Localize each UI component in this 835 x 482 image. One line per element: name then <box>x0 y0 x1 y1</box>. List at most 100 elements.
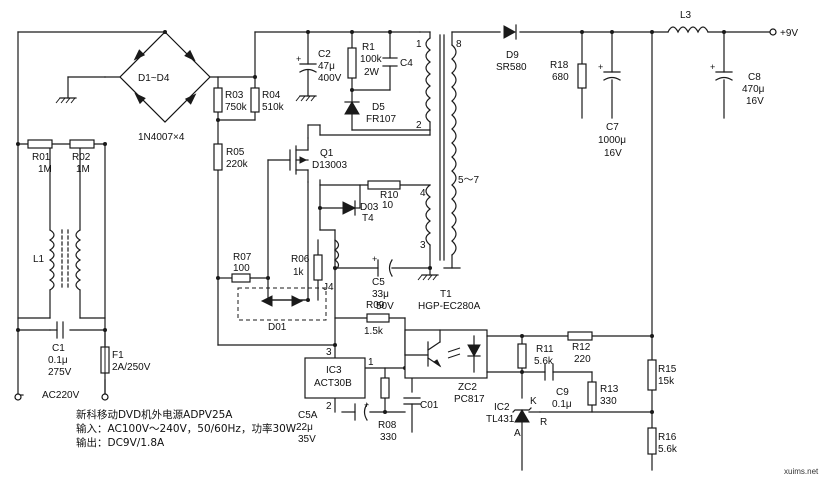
r05-label: R05 <box>226 147 245 158</box>
c8-value: 470μ <box>742 84 765 95</box>
zc2-internal <box>404 329 481 373</box>
zc2-label: ZC2 <box>458 382 477 393</box>
c9-label: C9 <box>556 387 569 398</box>
vout-label: +9V <box>780 28 798 39</box>
r06-resistor <box>313 254 323 281</box>
t1-label: T1 <box>440 289 452 300</box>
c7-value: 1000μ <box>598 135 626 146</box>
t1-pin-4: 4 <box>420 188 426 199</box>
r09-resistor <box>366 313 390 323</box>
r03-label: R03 <box>225 90 244 101</box>
c5-label: C5 <box>372 277 385 288</box>
ic3-pin-1: 1 <box>368 357 374 368</box>
c5a-capacitor: + <box>354 400 369 421</box>
input-wiring <box>17 31 166 396</box>
l1-choke <box>48 229 82 291</box>
q1-label: Q1 <box>320 148 334 159</box>
r04-resistor <box>250 87 260 113</box>
ic3-pin-3: 3 <box>326 347 332 358</box>
c2-value: 47μ <box>318 61 335 72</box>
ic3-pin-2: 2 <box>326 401 332 412</box>
ic3-label: IC3 <box>326 365 342 376</box>
svg-text:+: + <box>296 54 301 64</box>
c2-voltage: 400V <box>318 73 342 84</box>
f1-value: 2A/250V <box>112 362 151 373</box>
c5a-value: 22μ <box>296 422 313 433</box>
t1-pin-1: 1 <box>416 39 422 50</box>
snubber-network <box>351 31 431 131</box>
c7-capacitor: + <box>598 62 621 81</box>
r07-label: R07 <box>233 252 252 263</box>
r09-value: 1.5k <box>364 326 384 337</box>
d1-d4-label: D1~D4 <box>138 73 170 84</box>
c01-label: C01 <box>420 400 439 411</box>
ac-terminal-left <box>14 393 22 401</box>
r06-value: 1k <box>293 267 305 278</box>
c8-voltage: 16V <box>746 96 764 107</box>
svg-text:+: + <box>372 254 377 264</box>
r10-resistor <box>367 180 401 190</box>
c2-capacitor: + <box>295 31 317 102</box>
c5a-voltage: 35V <box>298 434 316 445</box>
c1-value: 0.1μ <box>48 355 68 366</box>
r03-resistor <box>213 87 223 113</box>
j4-inductor <box>333 239 340 271</box>
r11-resistor <box>517 343 527 369</box>
r12-value: 220 <box>574 354 591 365</box>
svg-text:+: + <box>364 400 369 410</box>
r11-label: R11 <box>536 344 554 355</box>
f1-label: F1 <box>112 350 124 361</box>
c1-label: C1 <box>52 343 65 354</box>
r06-label: R06 <box>291 254 310 265</box>
r08-label: R08 <box>378 420 397 431</box>
t1-pin-5-7: 5～7 <box>458 175 480 186</box>
ic2-pin-r: R <box>540 417 547 428</box>
c9-capacitor <box>544 363 554 381</box>
ic2-pin-k: K <box>530 396 537 407</box>
ac-input-label: AC220V <box>42 390 80 401</box>
note-output: 输出：DC9V/1.8A <box>76 436 165 449</box>
l3-label: L3 <box>680 10 692 21</box>
t1-transformer <box>419 31 461 269</box>
r13-label: R13 <box>600 384 619 395</box>
r02-value: 1M <box>76 164 90 175</box>
d01-label: D01 <box>268 322 287 333</box>
r15-label: R15 <box>658 364 677 375</box>
c7-voltage: 16V <box>604 148 622 159</box>
note-input: 输入：AC100V～240V，50/60Hz，功率30W <box>76 422 297 435</box>
r03-value: 750k <box>225 102 248 113</box>
r15-resistor <box>647 359 657 391</box>
r04-value: 510k <box>262 102 285 113</box>
r12-resistor <box>567 331 593 341</box>
q1-part: D13003 <box>312 160 347 171</box>
secondary-wiring <box>451 31 771 471</box>
c5-capacitor: + <box>372 254 439 281</box>
primary-wiring <box>217 31 431 346</box>
c7-label: C7 <box>606 122 619 133</box>
r05-value: 220k <box>226 159 249 170</box>
c1-capacitor <box>49 321 64 339</box>
r02-label: R02 <box>72 152 91 163</box>
c2-label: C2 <box>318 49 331 60</box>
r01-label: R01 <box>32 152 51 163</box>
t4-label: T4 <box>362 213 374 224</box>
d9-diode <box>503 24 517 40</box>
d03-diode <box>342 200 357 216</box>
d5-part: FR107 <box>366 114 396 125</box>
ic2-pin-a: A <box>514 428 521 439</box>
bridge-rectifier <box>104 31 256 123</box>
d9-part: SR580 <box>496 62 527 73</box>
ic2-label: IC2 <box>494 402 510 413</box>
r16-label: R16 <box>658 432 677 443</box>
r07-value: 100 <box>233 263 250 274</box>
r10-label: R10 <box>380 190 399 201</box>
r1-power: 2W <box>364 67 380 78</box>
r16-value: 5.6k <box>658 444 678 455</box>
l3-inductor <box>667 26 709 34</box>
c5-value: 33μ <box>372 289 389 300</box>
d5-label: D5 <box>372 102 385 113</box>
r07-resistor <box>231 273 251 283</box>
c5-voltage: 50V <box>376 301 394 312</box>
t1-pin-2: 2 <box>416 120 422 131</box>
d9-label: D9 <box>506 50 519 61</box>
